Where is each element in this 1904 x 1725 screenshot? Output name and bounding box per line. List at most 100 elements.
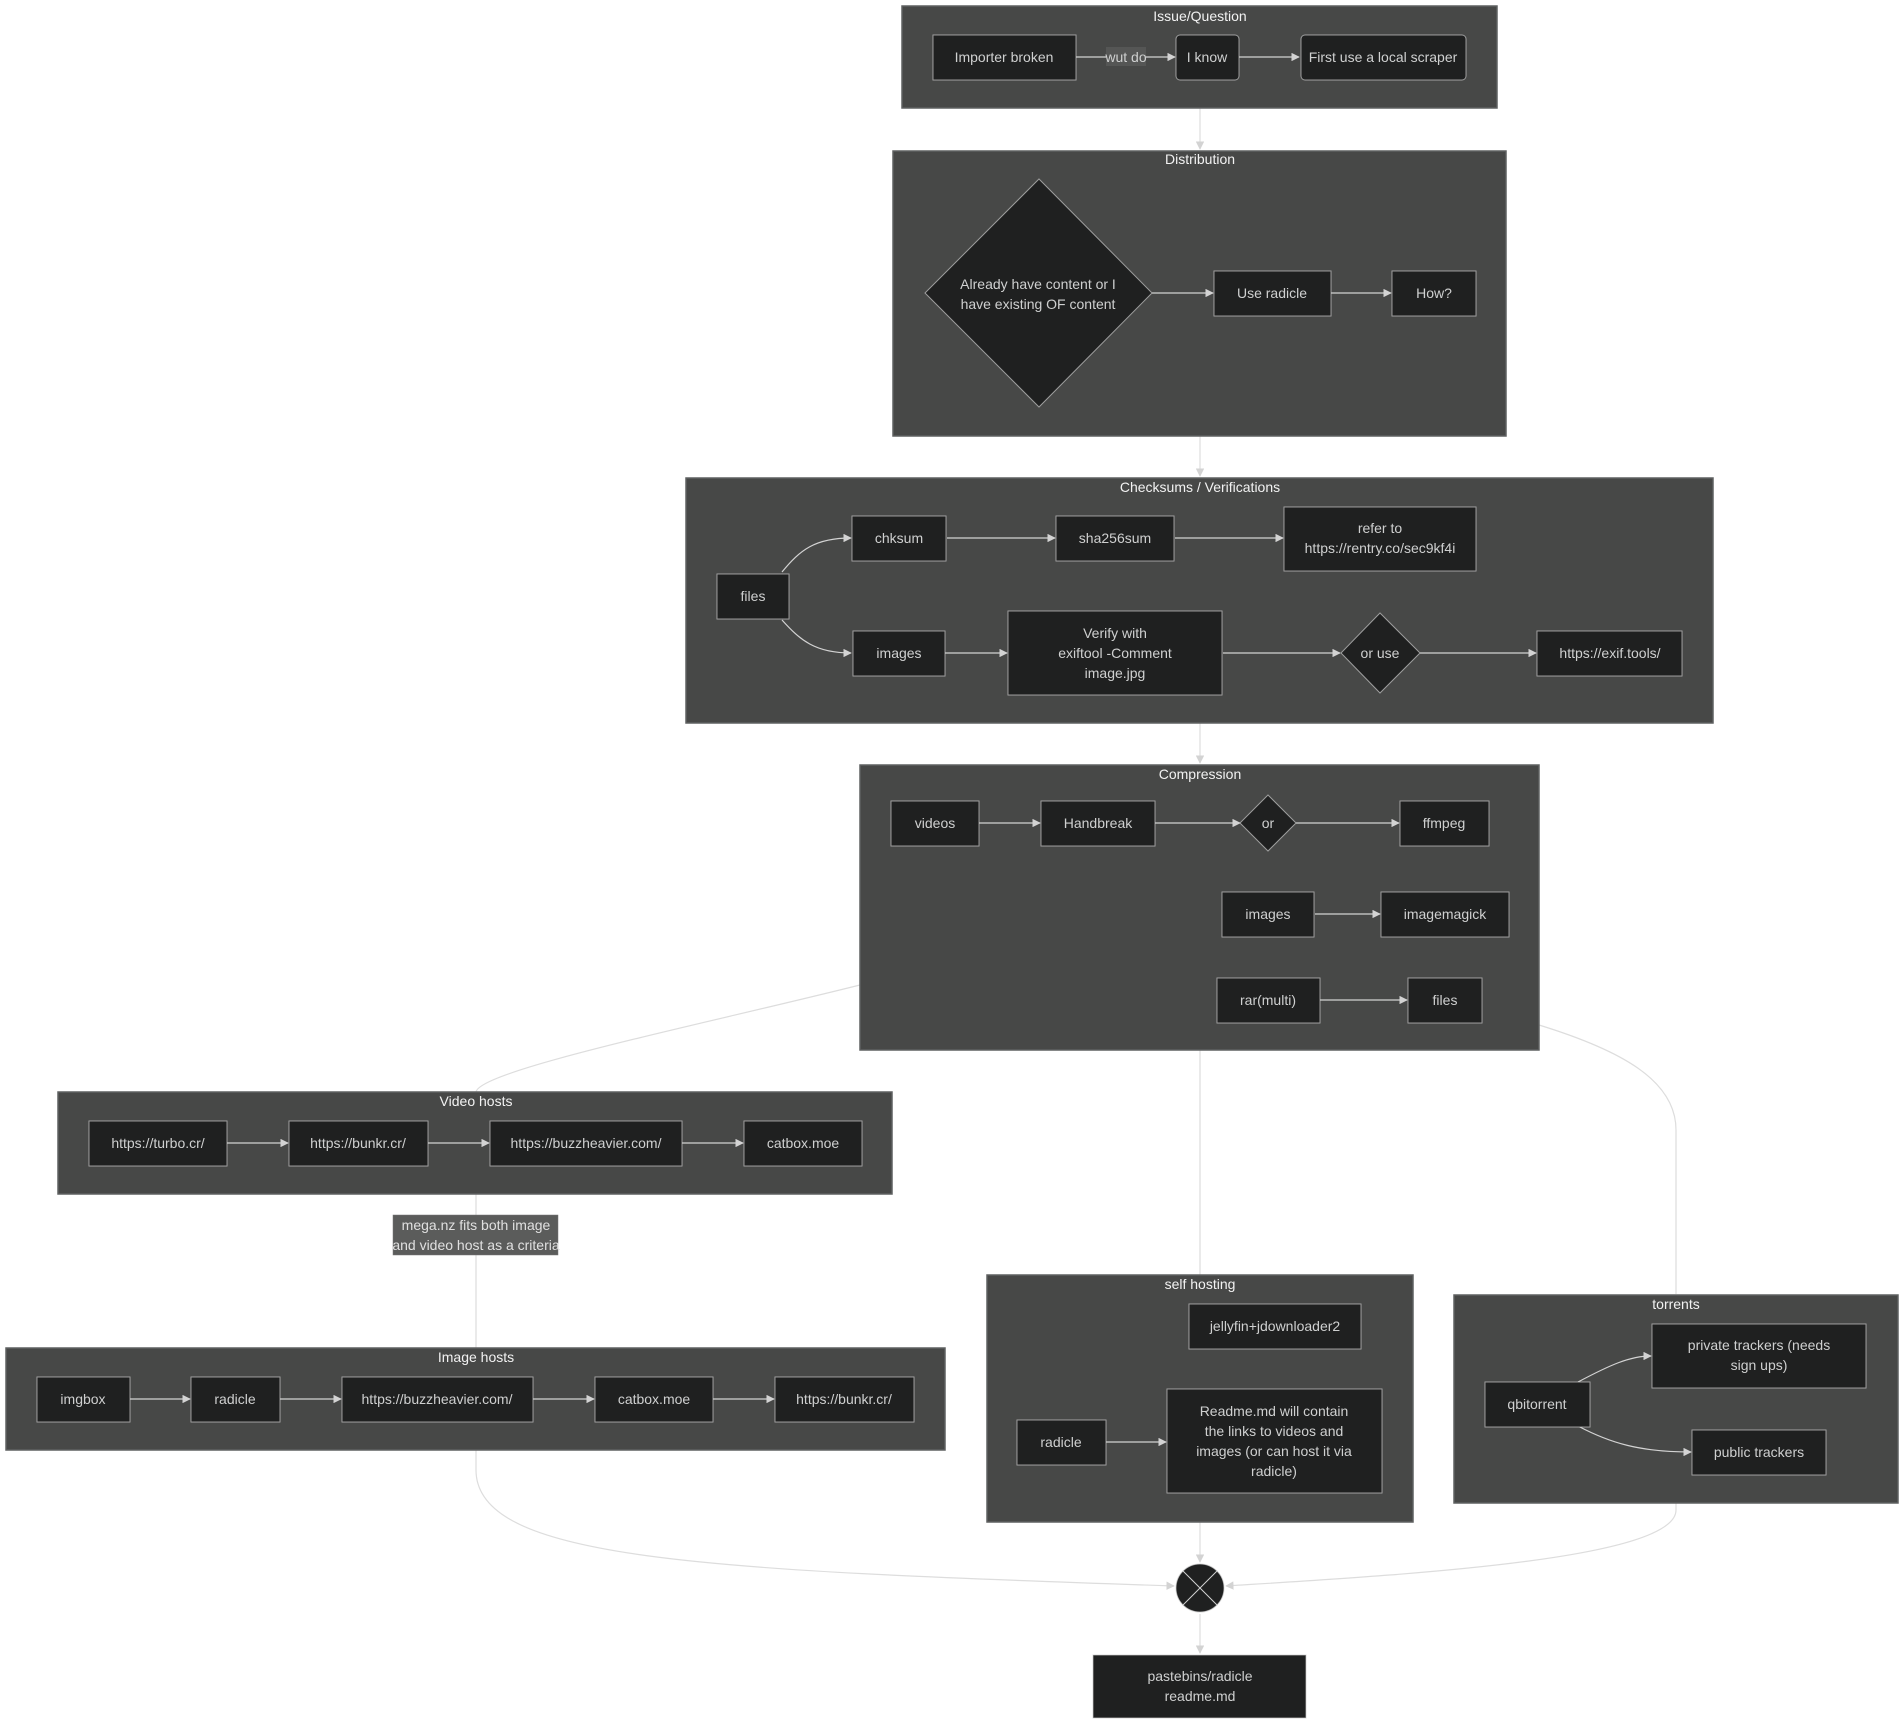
- node-images[interactable]: images: [1221, 891, 1315, 938]
- svg-text:https://bunkr.cr/: https://bunkr.cr/: [796, 1391, 892, 1407]
- svg-text:imagemagick: imagemagick: [1404, 906, 1487, 922]
- node-buzzheavier[interactable]: https://buzzheavier.com/: [489, 1120, 683, 1167]
- svg-text:public trackers: public trackers: [1714, 1444, 1804, 1460]
- svg-text:images: images: [876, 645, 921, 661]
- svg-text:catbox.moe: catbox.moe: [767, 1135, 840, 1151]
- edge-files-to-images: [781, 619, 852, 658]
- svg-text:ffmpeg: ffmpeg: [1423, 815, 1466, 831]
- node-rar-multi[interactable]: rar(multi): [1216, 977, 1321, 1024]
- edge-label-wut-do: wut do: [1104, 49, 1146, 65]
- node-refer-rentry[interactable]: refer to https://rentry.co/sec9kf4i: [1283, 506, 1477, 572]
- svg-text:mega.nz fits both image: mega.nz fits both image: [402, 1217, 551, 1233]
- node-qbitorrent[interactable]: qbitorrent: [1484, 1381, 1591, 1428]
- svg-text:https://turbo.cr/: https://turbo.cr/: [111, 1135, 204, 1151]
- node-importer-broken[interactable]: Importer broken: [932, 34, 1077, 81]
- svg-text:chksum: chksum: [875, 530, 923, 546]
- cluster-title: Video hosts: [440, 1093, 513, 1109]
- svg-text:and video host as a criteria: and video host as a criteria: [392, 1237, 560, 1253]
- cluster-image-hosts: Image hosts imgbox radicle https://buzzh…: [5, 1347, 946, 1451]
- junction-merge: [1175, 1563, 1225, 1613]
- node-exif-tools[interactable]: https://exif.tools/: [1536, 630, 1683, 677]
- decision-or[interactable]: or: [1239, 794, 1297, 852]
- cluster-checksums: Checksums / Verifications files chksum s…: [685, 477, 1714, 724]
- node-verify-exiftool[interactable]: Verify with exiftool -Comment image.jpg: [1007, 610, 1223, 696]
- edge-compression-to-torrents: [1538, 1024, 1677, 1294]
- edge-qbit-to-private: [1577, 1351, 1652, 1383]
- svg-text:Readme.md will contain: Readme.md will contain: [1200, 1403, 1349, 1419]
- svg-text:have existing OF content: have existing OF content: [961, 296, 1116, 312]
- node-bunkr[interactable]: https://bunkr.cr/: [288, 1120, 429, 1167]
- svg-text:imgbox: imgbox: [60, 1391, 105, 1407]
- svg-text:Handbreak: Handbreak: [1064, 815, 1133, 831]
- decision-or-use[interactable]: or use: [1340, 612, 1421, 694]
- cluster-title: torrents: [1652, 1296, 1699, 1312]
- node-chksum[interactable]: chksum: [851, 515, 947, 562]
- svg-text:Importer broken: Importer broken: [955, 49, 1054, 65]
- svg-text:Verify with: Verify with: [1083, 625, 1147, 641]
- node-handbreak[interactable]: Handbreak: [1040, 800, 1156, 847]
- svg-text:How?: How?: [1416, 285, 1452, 301]
- cluster-video-hosts: Video hosts https://turbo.cr/ https://bu…: [57, 1091, 893, 1195]
- node-i-know[interactable]: I know: [1175, 34, 1240, 81]
- svg-text:https://buzzheavier.com/: https://buzzheavier.com/: [511, 1135, 662, 1151]
- node-videos[interactable]: videos: [890, 800, 980, 847]
- cluster-edges: [475, 108, 1677, 1654]
- node-buzzheavier[interactable]: https://buzzheavier.com/: [341, 1376, 534, 1423]
- decision-existing-content[interactable]: Already have content or I have existing …: [924, 178, 1153, 408]
- svg-text:image.jpg: image.jpg: [1085, 665, 1146, 681]
- edge-torrents-to-junction: [1225, 1502, 1677, 1590]
- cluster-self-hosting: self hosting jellyfin+jdownloader2 radic…: [986, 1274, 1414, 1523]
- node-imagemagick[interactable]: imagemagick: [1380, 891, 1510, 938]
- cluster-title: Checksums / Verifications: [1120, 479, 1280, 495]
- node-ffmpeg[interactable]: ffmpeg: [1399, 800, 1490, 847]
- svg-text:sha256sum: sha256sum: [1079, 530, 1151, 546]
- svg-text:exiftool -Comment: exiftool -Comment: [1058, 645, 1172, 661]
- node-use-radicle[interactable]: Use radicle: [1213, 270, 1332, 317]
- node-local-scraper[interactable]: First use a local scraper: [1300, 34, 1467, 81]
- edge-files-to-chksum: [781, 533, 852, 573]
- svg-text:catbox.moe: catbox.moe: [618, 1391, 691, 1407]
- svg-text:refer to: refer to: [1358, 520, 1403, 536]
- node-private-trackers[interactable]: private trackers (needs sign ups): [1651, 1323, 1867, 1389]
- node-radicle[interactable]: radicle: [1016, 1419, 1107, 1466]
- node-images[interactable]: images: [852, 630, 946, 677]
- cluster-issue-question: Issue/Question wut do Importer broken I …: [901, 5, 1498, 109]
- svg-text:or use: or use: [1361, 645, 1400, 661]
- svg-text:files: files: [741, 588, 766, 604]
- svg-text:qbitorrent: qbitorrent: [1507, 1396, 1566, 1412]
- svg-text:https://rentry.co/sec9kf4i: https://rentry.co/sec9kf4i: [1305, 540, 1456, 556]
- svg-text:videos: videos: [915, 815, 955, 831]
- svg-text:jellyfin+jdownloader2: jellyfin+jdownloader2: [1209, 1318, 1341, 1334]
- node-files[interactable]: files: [716, 573, 790, 620]
- svg-text:radicle): radicle): [1251, 1463, 1297, 1479]
- node-sha256sum[interactable]: sha256sum: [1055, 515, 1175, 562]
- svg-text:Use radicle: Use radicle: [1237, 285, 1307, 301]
- node-files[interactable]: files: [1407, 977, 1483, 1024]
- node-radicle[interactable]: radicle: [190, 1376, 281, 1423]
- svg-text:images (or can host it via: images (or can host it via: [1196, 1443, 1352, 1459]
- cluster-title: Issue/Question: [1153, 8, 1246, 24]
- svg-text:sign ups): sign ups): [1731, 1357, 1788, 1373]
- node-bunkr[interactable]: https://bunkr.cr/: [774, 1376, 915, 1423]
- svg-text:the links to videos and: the links to videos and: [1205, 1423, 1344, 1439]
- node-how[interactable]: How?: [1391, 270, 1477, 317]
- node-catbox[interactable]: catbox.moe: [594, 1376, 714, 1423]
- node-readme-links[interactable]: Readme.md will contain the links to vide…: [1166, 1388, 1383, 1494]
- cluster-title: Image hosts: [438, 1349, 514, 1365]
- node-public-trackers[interactable]: public trackers: [1691, 1429, 1827, 1476]
- cluster-distribution: Distribution Already have content or I h…: [892, 150, 1507, 437]
- node-pastebins-readme[interactable]: pastebins/radicle readme.md: [1092, 1654, 1307, 1719]
- svg-text:images: images: [1245, 906, 1290, 922]
- svg-text:https://buzzheavier.com/: https://buzzheavier.com/: [362, 1391, 513, 1407]
- node-jellyfin-jdownloader2[interactable]: jellyfin+jdownloader2: [1188, 1303, 1362, 1350]
- svg-text:https://exif.tools/: https://exif.tools/: [1559, 645, 1660, 661]
- cluster-title: Compression: [1159, 766, 1241, 782]
- svg-text:readme.md: readme.md: [1165, 1688, 1236, 1704]
- node-turbo[interactable]: https://turbo.cr/: [88, 1120, 228, 1167]
- node-catbox[interactable]: catbox.moe: [743, 1120, 863, 1167]
- svg-text:https://bunkr.cr/: https://bunkr.cr/: [310, 1135, 406, 1151]
- note-mega-nz: mega.nz fits both image and video host a…: [392, 1214, 560, 1256]
- node-imgbox[interactable]: imgbox: [36, 1376, 131, 1423]
- svg-text:pastebins/radicle: pastebins/radicle: [1147, 1668, 1252, 1684]
